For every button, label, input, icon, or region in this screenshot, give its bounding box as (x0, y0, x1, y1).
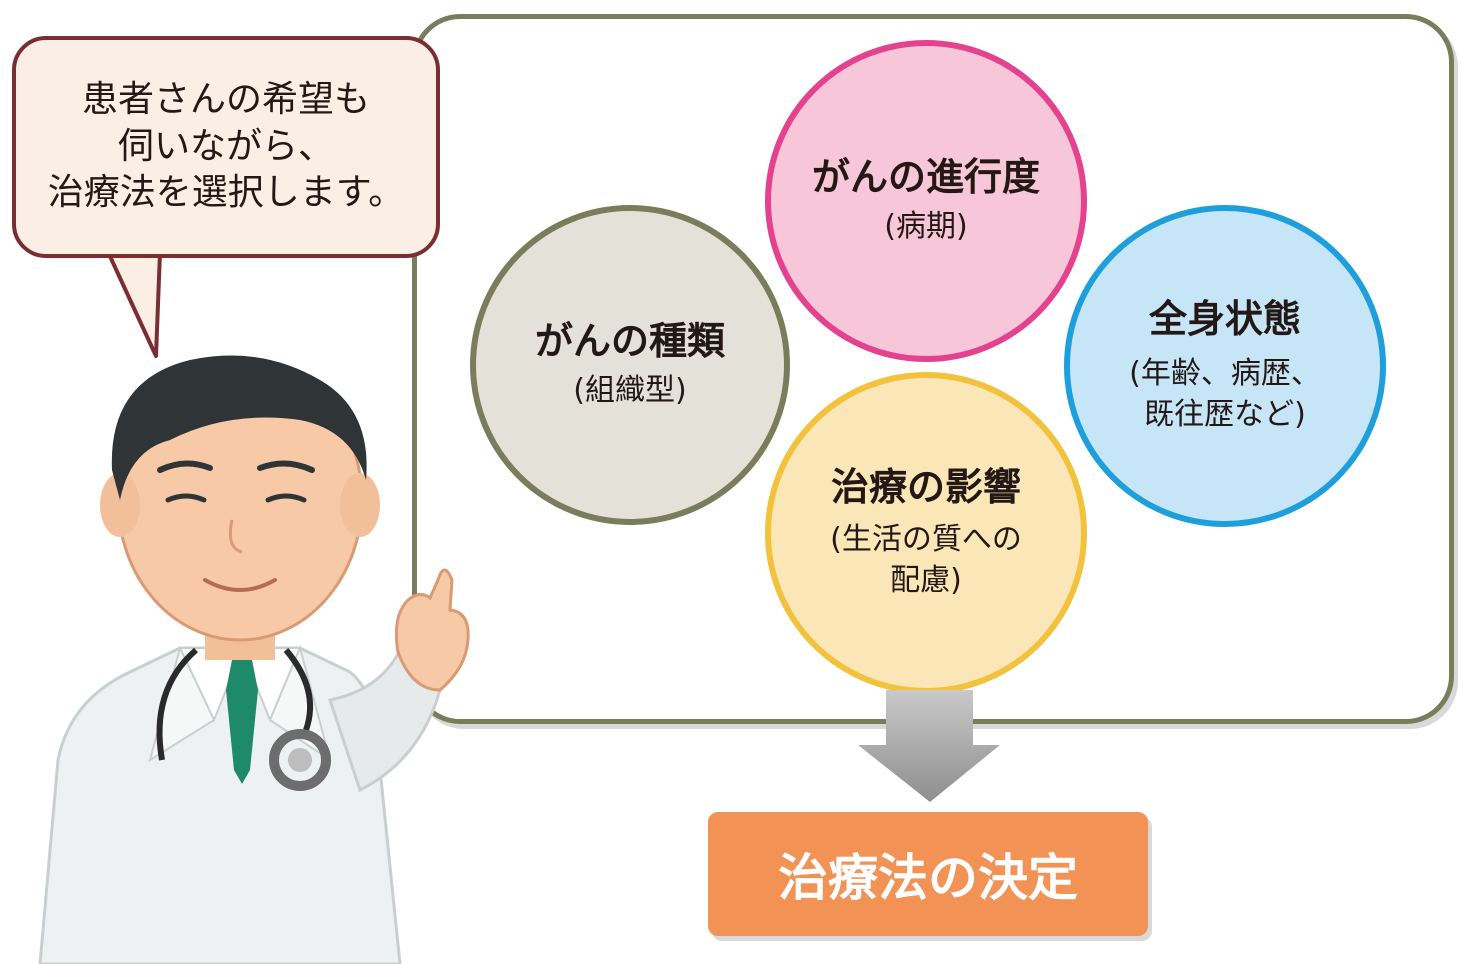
speech-bubble: 患者さんの希望も 伺いながら、 治療法を選択します。 (12, 36, 440, 258)
factor-general-condition: 全身状態 (年齢、病歴、 既往歴など) (1064, 205, 1386, 527)
speech-line-3: 治療法を選択します。 (47, 172, 405, 214)
factor-cancer-stage: がんの進行度 (病期) (765, 40, 1087, 362)
factor-general-condition-sub: (年齢、病歴、 既往歴など) (1129, 356, 1321, 432)
speech-line-1: 患者さんの希望も (81, 78, 370, 120)
down-arrow-icon (858, 690, 1000, 802)
speech-line-2: 伺いながら、 (117, 125, 334, 167)
factor-cancer-stage-title: がんの進行度 (811, 154, 1040, 199)
factor-general-condition-title: 全身状態 (1148, 296, 1301, 341)
factor-treatment-impact-sub: (生活の質への 配慮) (830, 522, 1022, 598)
doctor-illustration (38, 355, 470, 964)
factor-treatment-impact: 治療の影響 (生活の質への 配慮) (765, 372, 1087, 694)
treatment-decision-label: 治療法の決定 (778, 849, 1078, 907)
factor-cancer-type-sub: (組織型) (573, 372, 687, 408)
factor-cancer-type-title: がんの種類 (534, 318, 725, 363)
factor-cancer-type: がんの種類 (組織型) (470, 205, 790, 525)
treatment-decision-box: 治療法の決定 (708, 812, 1148, 936)
factor-treatment-impact-title: 治療の影響 (830, 464, 1021, 509)
factor-cancer-stage-sub: (病期) (884, 208, 968, 244)
